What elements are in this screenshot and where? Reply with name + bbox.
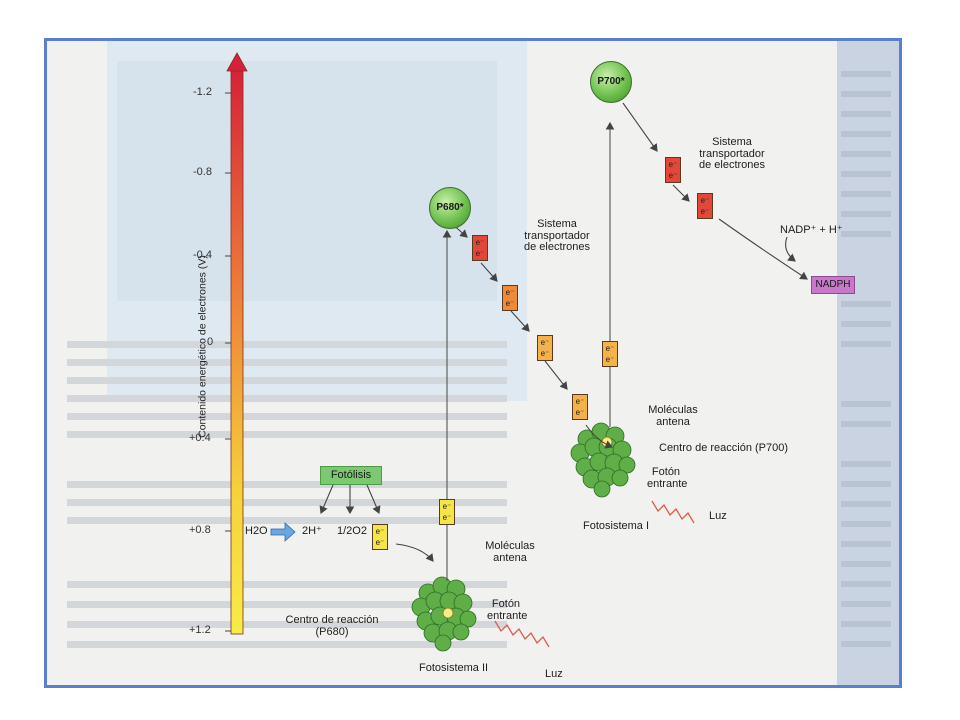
tick-label: 0 (207, 336, 214, 348)
transport-label-1: Sistema transportador de electrones (523, 218, 591, 254)
protons-label: 2H⁺ (302, 525, 322, 537)
water-arrow (270, 522, 296, 542)
ps2-light-label: Luz (545, 668, 563, 680)
water-label: H2O (245, 525, 268, 537)
ps1-photon-label: Fotón entrante (647, 466, 688, 490)
energy-axis-arrow (225, 52, 248, 635)
ps2-title: Fotosistema II (419, 662, 489, 674)
ps1-center-label: Centro de reacción (P700) (659, 442, 789, 454)
electron-carrier-box: e⁻e⁻ (697, 193, 713, 219)
tick-label: +0.4 (189, 432, 211, 444)
transport-arrows (319, 102, 808, 562)
oxygen-label: 1/2O2 (337, 525, 367, 537)
diagram-graphics (225, 52, 808, 652)
electron-carrier-box: e⁻e⁻ (439, 499, 455, 525)
ps1-antenna-label: Moléculas antena (648, 404, 698, 428)
ps2-photon-label: Fotón entrante (487, 598, 528, 622)
tick-label: -0.4 (193, 249, 212, 261)
background-page (67, 41, 899, 685)
p700-excited-node: P700* (590, 61, 632, 103)
tick-label: +0.8 (189, 524, 211, 536)
bottom-rule (57, 687, 183, 688)
electron-carrier-box: e⁻e⁻ (665, 157, 681, 183)
ps2-center-label: Centro de reacción (P680) (285, 614, 379, 638)
electron-carrier-box: e⁻e⁻ (472, 235, 488, 261)
electron-carrier-box: e⁻e⁻ (372, 524, 388, 550)
ps1-title: Fotosistema I (583, 520, 650, 532)
electron-carrier-box: e⁻e⁻ (602, 341, 618, 367)
p680-excited-node: P680* (429, 187, 471, 229)
photolysis-box: Fotólisis (320, 466, 382, 485)
transport-label-2: Sistema transportador de electrones (698, 136, 766, 172)
electron-carrier-box: e⁻e⁻ (537, 335, 553, 361)
tick-label: -1.2 (193, 86, 212, 98)
antenna-cluster-ps1 (570, 422, 636, 498)
ps1-light-label: Luz (709, 510, 727, 522)
electron-carrier-box: e⁻e⁻ (572, 394, 588, 420)
nadph-box: NADPH (811, 276, 855, 294)
nadp-label: NADP⁺ + H⁺ (780, 224, 843, 236)
tick-label: -0.8 (193, 166, 212, 178)
antenna-cluster-ps2 (411, 576, 477, 652)
figure-frame: Contenido energético de electrones (V) -… (44, 38, 902, 688)
electron-carrier-box: e⁻e⁻ (502, 285, 518, 311)
tick-label: +1.2 (189, 624, 211, 636)
photon-lines (494, 500, 695, 648)
ps2-antenna-label: Moléculas antena (485, 540, 535, 564)
